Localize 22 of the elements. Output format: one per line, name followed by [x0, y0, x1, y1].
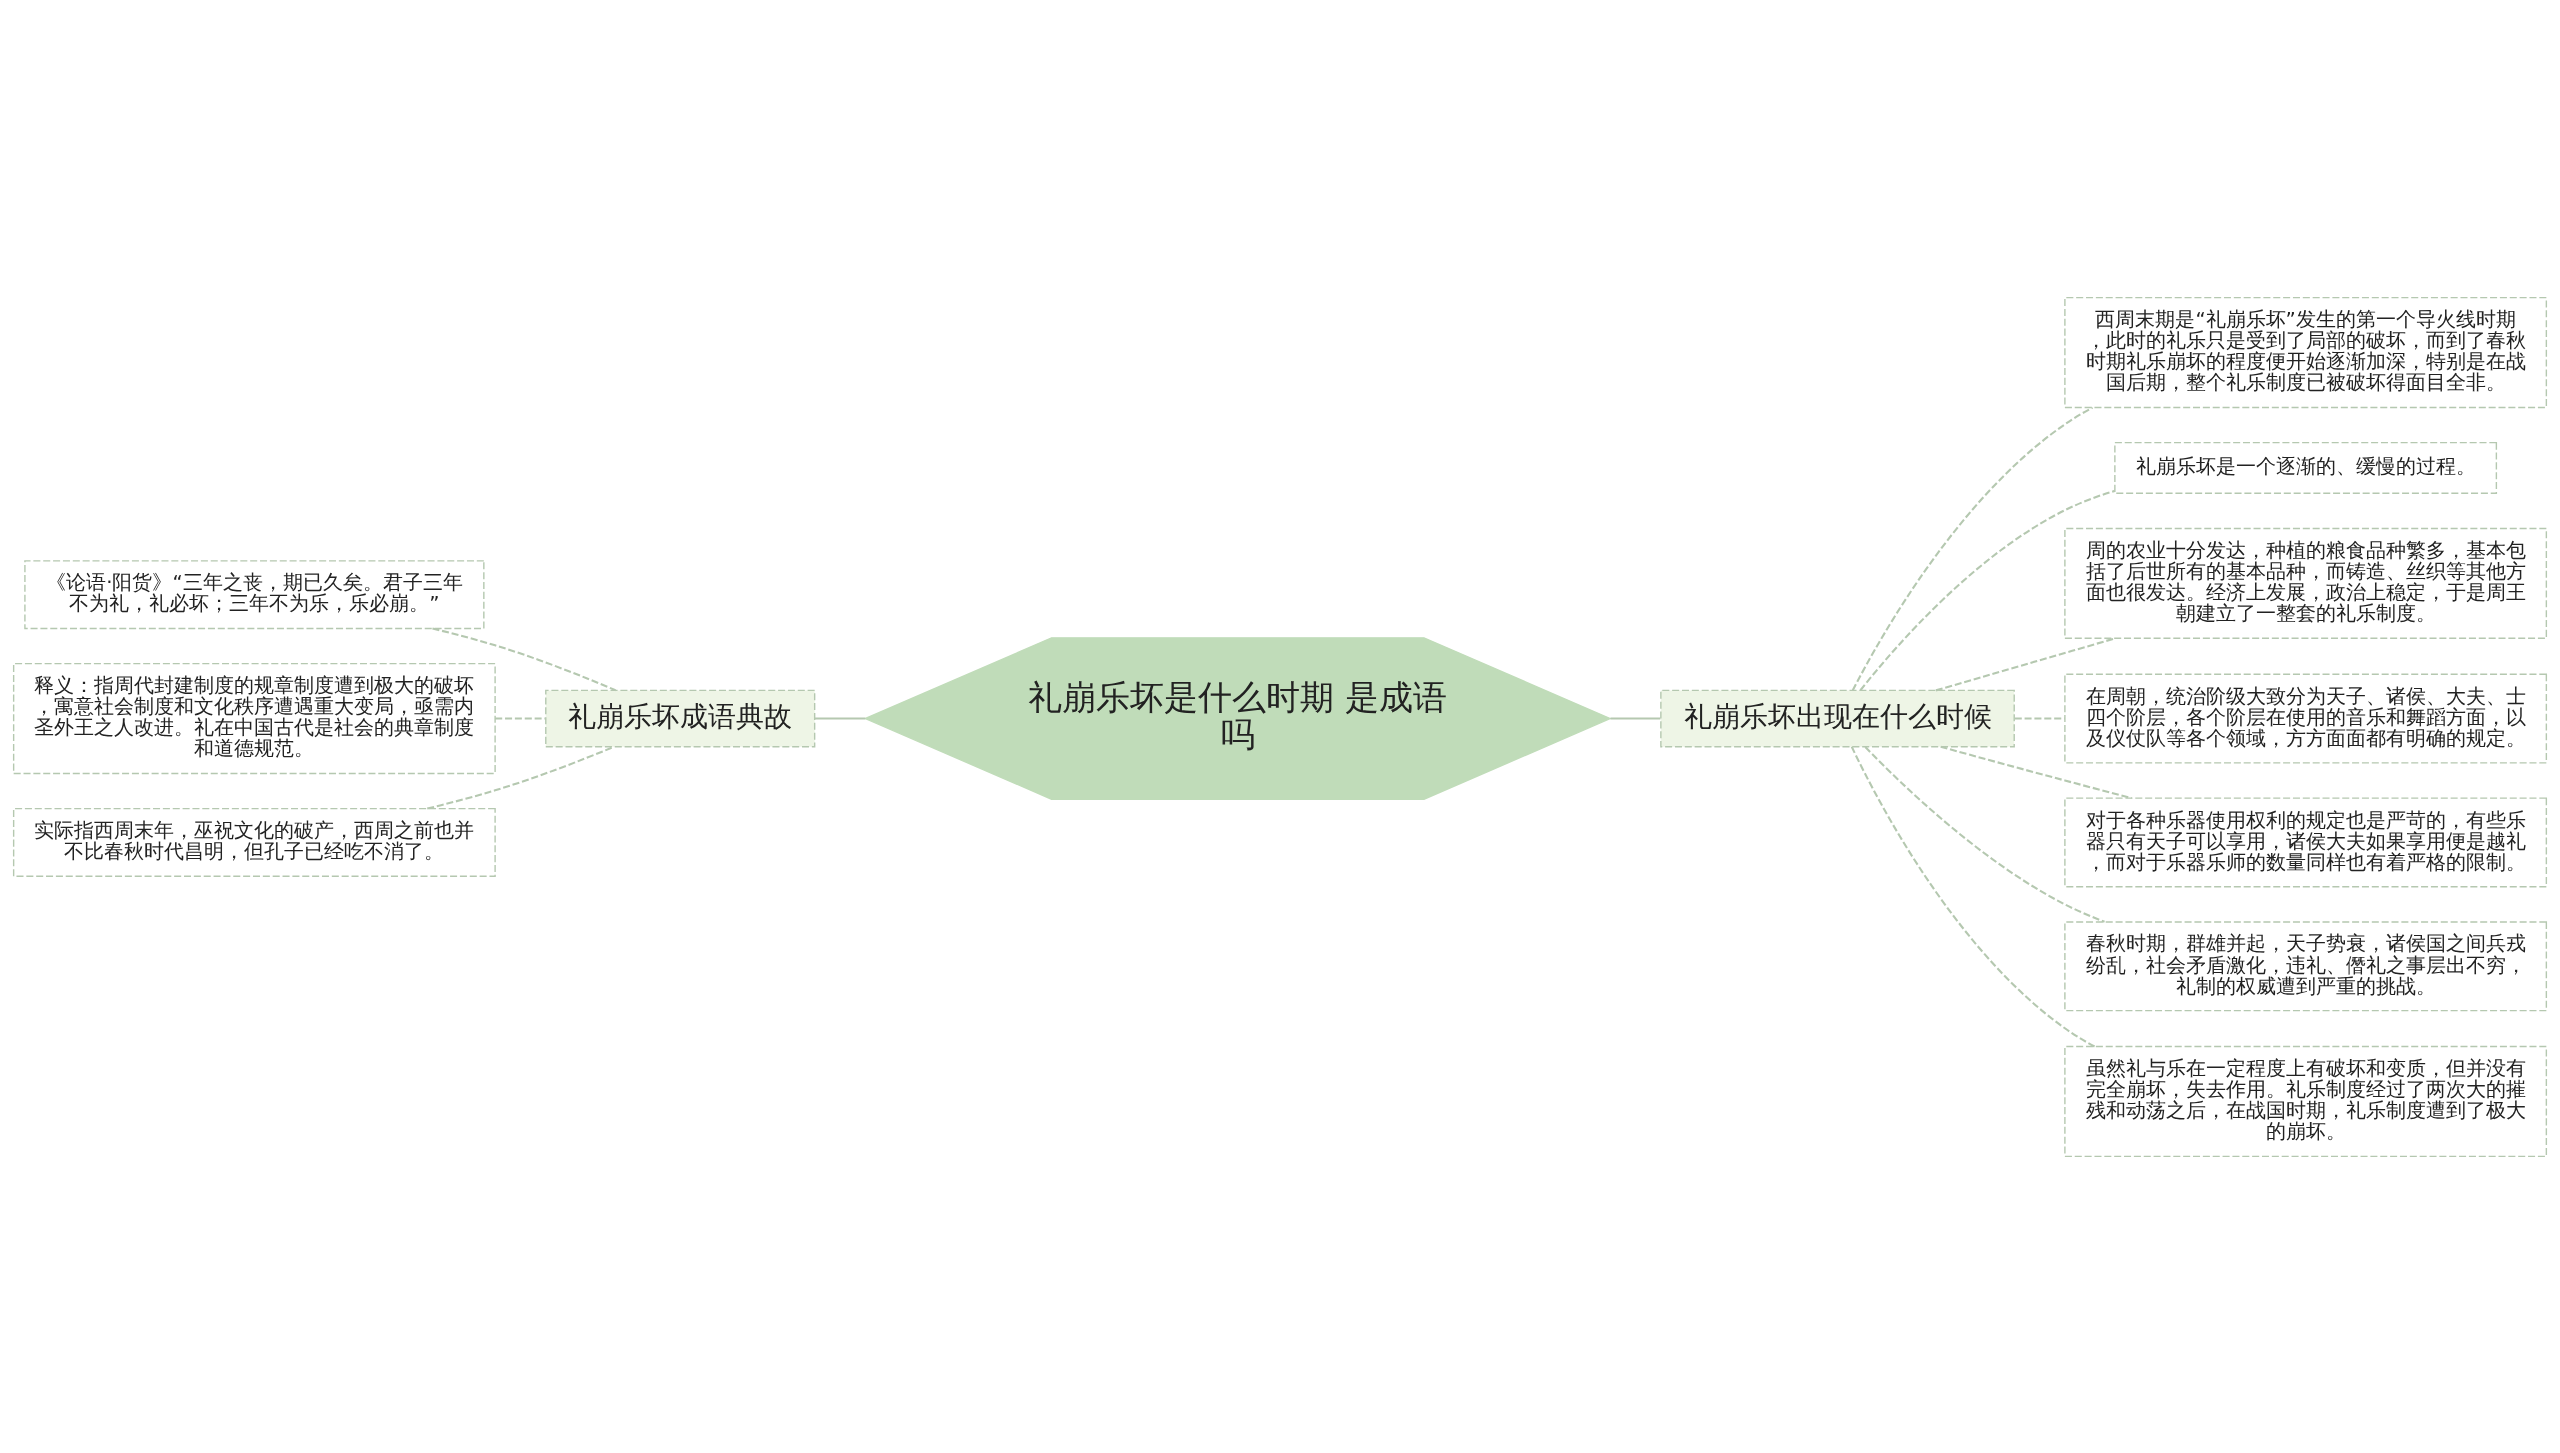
- connector: [1851, 406, 2093, 691]
- connector: [1610, 717, 1661, 720]
- connector: [432, 627, 616, 691]
- connector: [427, 745, 615, 810]
- node-box: 礼崩乐坏出现在什么时候: [1660, 689, 2015, 747]
- connector: [1864, 745, 2105, 923]
- node-box: 实际指西周末年，巫祝文化的破产，西周之前也并不比春秋时代昌明，但孔子已经吃不消了。: [12, 807, 496, 877]
- connector: [495, 717, 546, 720]
- node-box: 释义：指周代封建制度的规章制度遭到极大的破坏，寓意社会制度和文化秩序遭遇重大变局，亟需内圣外王之人改进。礼在中国古代是社会的典章制度和道德规范。: [12, 662, 496, 774]
- node-box: 对于各种乐器使用权利的规定也是严苛的，有些乐器只有天子可以享用，诸侯大夫如果享用便是越礼，而对于乐器乐师的数量同样也有着严格的限制。: [2064, 796, 2548, 887]
- connector: [814, 717, 866, 720]
- node-box: 《论语·阳货》“三年之丧，期已久矣。君子三年不为礼，礼必坏；三年不为乐，乐必崩。”: [24, 559, 485, 629]
- node-box: 西周末期是“礼崩乐坏”发生的第一个导火线时期，此时的礼乐只是受到了局部的破坏，而到了春秋时期礼乐崩坏的程度便开始逐渐加深，特别是在战国后期，整个礼乐制度已被破坏得面目全非。: [2064, 296, 2548, 408]
- node-box: 虽然礼与乐在一定程度上有破坏和变质，但并没有完全崩坏，失去作用。礼乐制度经过了两次大的摧残和动荡之后，在战国时期，礼乐制度遭到了极大的崩坏。: [2064, 1045, 2548, 1157]
- connector: [1850, 745, 2096, 1047]
- node-box: 周的农业十分发达，种植的粮食品种繁多，基本包括了后世所有的基本品种，而铸造、丝织等其他方面也很发达。经济上发展，政治上稳定，于是周王朝建立了一整套的礼乐制度。: [2064, 527, 2548, 639]
- node-box: 春秋时期，群雄并起，天子势衰，诸侯国之间兵戎纷乱，社会矛盾激化，违礼、僭礼之事层出不穷，礼制的权威遭到严重的挑战。: [2064, 920, 2548, 1011]
- node-box: 礼崩乐坏成语典故: [545, 689, 816, 747]
- node-box: 礼崩乐坏是一个逐渐的、缓慢的过程。: [2114, 441, 2498, 494]
- connector: [2014, 717, 2065, 720]
- connector: [1859, 489, 2116, 691]
- node-box: 在周朝，统治阶级大致分为天子、诸侯、大夫、士四个阶层，各个阶层在使用的音乐和舞蹈方面，以及仪仗队等各个领域，方方面面都有明确的规定。: [2064, 673, 2548, 764]
